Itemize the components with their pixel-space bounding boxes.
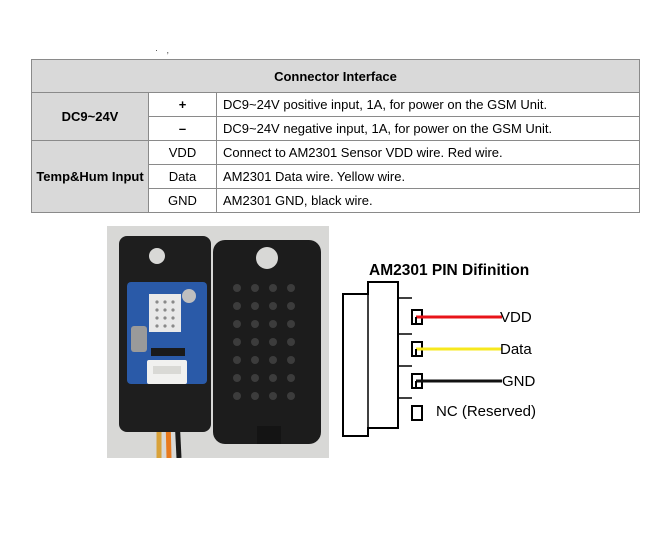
am2301-sensor-photo <box>107 226 329 458</box>
pin-label-vdd: VDD <box>500 309 532 326</box>
pin-diagram-title: AM2301 PIN Difinition <box>369 262 530 279</box>
table-row: DC9~24V + DC9~24V positive input, 1A, fo… <box>31 92 641 141</box>
pin-label-data: Data <box>500 341 532 358</box>
pin-symbol: + <box>148 92 217 117</box>
table-row: Temp&Hum Input VDD Connect to AM2301 Sen… <box>31 140 641 213</box>
table-title: Connector Interface <box>30 59 641 93</box>
pin-description: DC9~24V positive input, 1A, for power on… <box>215 92 641 117</box>
table-title-row: Connector Interface <box>30 59 641 93</box>
pin-connector-diagram <box>342 281 502 437</box>
connector-interface-table: Connector Interface DC9~24V + DC9~24V po… <box>30 59 641 213</box>
pin-symbol: Data <box>148 164 217 189</box>
pin-description: Connect to AM2301 Sensor VDD wire. Red w… <box>215 140 641 165</box>
pin-symbol: VDD <box>148 140 217 165</box>
pin-symbol: – <box>148 116 217 141</box>
group-label-power: DC9~24V <box>31 92 149 141</box>
pin-description: AM2301 Data wire. Yellow wire. <box>215 164 641 189</box>
group-label-temphum: Temp&Hum Input <box>31 140 149 213</box>
pin-label-gnd: GND <box>502 373 536 390</box>
pin-description: AM2301 GND, black wire. <box>215 188 641 213</box>
table-row: GND AM2301 GND, black wire. <box>32 188 641 213</box>
pin-description: DC9~24V negative input, 1A, for power on… <box>215 116 641 141</box>
pin-symbol: GND <box>148 188 217 213</box>
pin-label-nc: NC (Reserved) <box>436 403 537 420</box>
scan-artifact-dots: · , <box>155 45 172 55</box>
